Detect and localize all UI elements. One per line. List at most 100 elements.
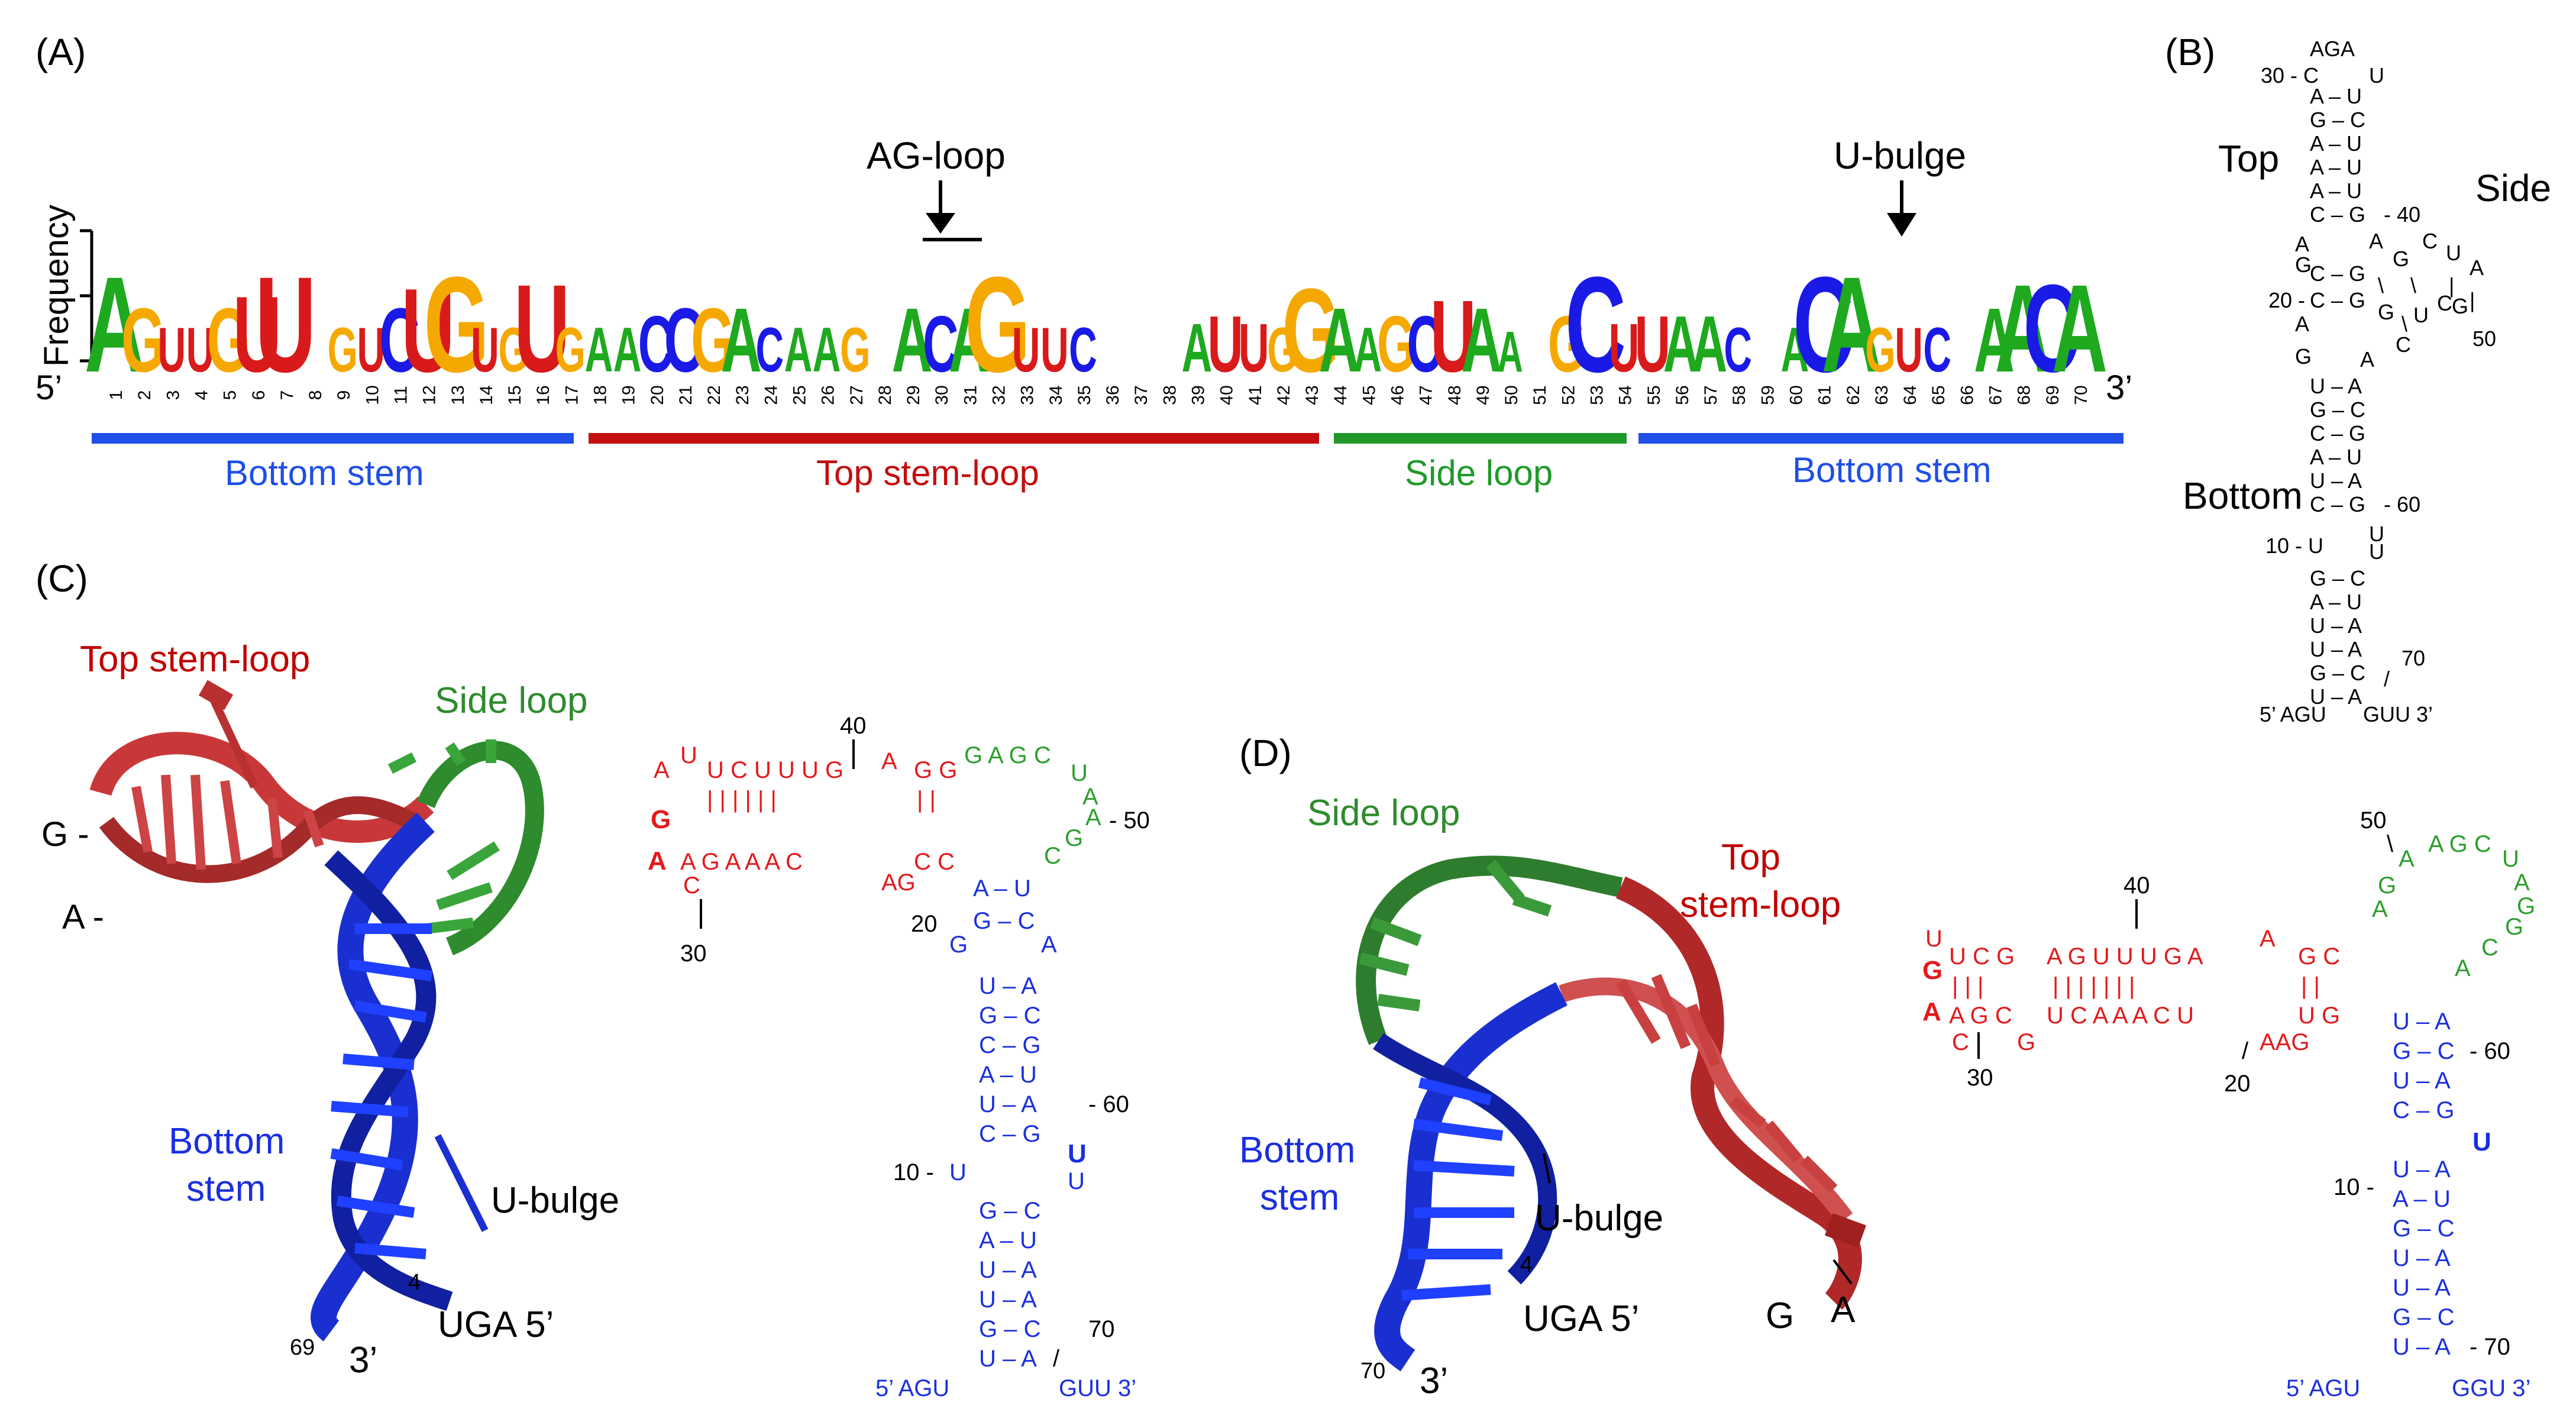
panel-a-label: (A)	[35, 31, 86, 73]
logo-letter: U	[186, 315, 215, 385]
svg-text:C – G: C – G	[979, 1032, 1040, 1058]
u-bulge-label: U-bulge	[1834, 134, 1966, 177]
base-pair: C – G	[2310, 202, 2365, 227]
logo-letter: C	[379, 290, 420, 392]
logo-letter: A	[613, 315, 642, 385]
base-pair: U – A	[2310, 684, 2362, 709]
panel-b-label: (B)	[2165, 31, 2215, 73]
svg-text:U – A: U – A	[2393, 1009, 2451, 1035]
bar-label-top-stem-loop: Top stem-loop	[816, 453, 1039, 493]
position-number: 8	[306, 390, 325, 400]
logo-letter: C	[756, 315, 784, 385]
svg-text:U: U	[1068, 1168, 1085, 1194]
svg-text:G – C: G – C	[2393, 1216, 2454, 1242]
logo-3prime: 3’	[2106, 369, 2132, 407]
logo-letter: C	[1923, 315, 1951, 385]
svg-text:U: U	[949, 1159, 967, 1185]
svg-text:A: A	[2372, 896, 2388, 922]
position-number: 26	[819, 385, 838, 405]
y-axis	[80, 229, 93, 363]
svg-text:G: G	[2295, 344, 2312, 369]
position-number: 42	[1274, 385, 1294, 405]
position-number: 19	[619, 385, 639, 405]
svg-text:A: A	[1922, 997, 1941, 1026]
logo-letter: U	[357, 315, 386, 385]
position-number: 24	[761, 385, 781, 405]
svg-text:U – A: U – A	[2393, 1156, 2451, 1182]
svg-text:AAG: AAG	[2260, 1029, 2309, 1055]
position-number: 54	[1616, 385, 1636, 405]
position-number: 28	[875, 385, 895, 405]
svg-text:U – A: U – A	[2393, 1275, 2451, 1301]
base-pair: G – C	[2310, 398, 2365, 422]
c-u-bulge-label: U-bulge	[491, 1180, 619, 1221]
svg-text:G: G	[1065, 825, 1083, 851]
position-number: 57	[1701, 385, 1721, 405]
logo-letter: A	[1974, 290, 2015, 392]
position-number: 31	[961, 385, 980, 405]
svg-text:G – C: G – C	[979, 1316, 1040, 1342]
position-number: 69	[2043, 385, 2063, 405]
b-region-bottom: Bottom	[2183, 474, 2303, 517]
position-number: 63	[1872, 385, 1892, 405]
position-number: 1	[106, 390, 126, 400]
d-g-label: G	[1766, 1295, 1794, 1336]
svg-text:A: A	[1082, 784, 1098, 810]
logo-5prime: 5’	[35, 369, 62, 407]
svg-text:C: C	[2481, 935, 2499, 961]
d-3d-model	[1356, 855, 1867, 1372]
logo-letter: C	[1793, 248, 1854, 400]
svg-text:/: /	[2242, 1038, 2249, 1064]
logo-letter: U	[1895, 315, 1923, 385]
svg-text:U: U	[2446, 241, 2461, 265]
svg-text:C: C	[2437, 291, 2452, 315]
position-number: 20	[648, 385, 667, 405]
position-number: 7	[277, 390, 297, 400]
logo-letter: U	[1430, 279, 1476, 394]
svg-text:U – A: U – A	[2393, 1068, 2451, 1094]
base-pair: A – U	[2310, 131, 2362, 156]
position-number: 43	[1302, 385, 1322, 405]
position-number: 17	[562, 385, 581, 405]
logo-letter: C	[638, 299, 674, 388]
svg-text:A: A	[2514, 870, 2530, 896]
base-pair: G – C	[2310, 661, 2365, 685]
b-ends3: GUU 3’	[2363, 702, 2433, 726]
base-pair: A – U	[2310, 84, 2362, 108]
c-bot-row: A G A A A C	[680, 849, 803, 875]
svg-text:C: C	[2422, 229, 2438, 253]
position-number: 66	[1957, 385, 1977, 405]
b-num-60: - 60	[2384, 492, 2420, 516]
logo-letter: G	[424, 248, 489, 400]
position-number: 35	[1075, 385, 1094, 405]
logo-letter: G	[1282, 263, 1339, 397]
b-num-30: 30 - C	[2261, 63, 2319, 88]
position-number: 27	[847, 385, 867, 405]
svg-text:U – A: U – A	[979, 1346, 1037, 1372]
svg-text:C – G: C – G	[979, 1121, 1040, 1147]
c-num-60: - 60	[1088, 1091, 1129, 1117]
d-num-30: 30	[1967, 1065, 1993, 1091]
bar-label-bottom-stem-1: Bottom stem	[225, 453, 424, 493]
position-number: 25	[790, 385, 810, 405]
c-bottom-label-1: Bottom	[169, 1121, 285, 1162]
position-number: 6	[249, 390, 269, 400]
svg-text:C: C	[1952, 1029, 1969, 1055]
svg-text:U: U	[1068, 1139, 1087, 1168]
b-loop: AGA	[2310, 37, 2355, 61]
svg-text:| | | | | | |: | | | | | | |	[2053, 973, 2135, 999]
position-number: 51	[1530, 385, 1550, 405]
svg-text:|: |	[2470, 288, 2475, 312]
svg-text:U G: U G	[2298, 1003, 2340, 1029]
c-num-4: 4	[408, 1270, 421, 1295]
svg-text:A G C: A G C	[2428, 831, 2491, 857]
position-number: 2	[135, 390, 154, 400]
position-number: 32	[990, 385, 1009, 405]
base-pair: C – G	[2310, 492, 2365, 516]
svg-text:U: U	[2413, 303, 2429, 327]
position-number: 61	[1815, 385, 1835, 405]
position-number: 4	[192, 390, 212, 400]
svg-text:U: U	[2369, 539, 2384, 564]
